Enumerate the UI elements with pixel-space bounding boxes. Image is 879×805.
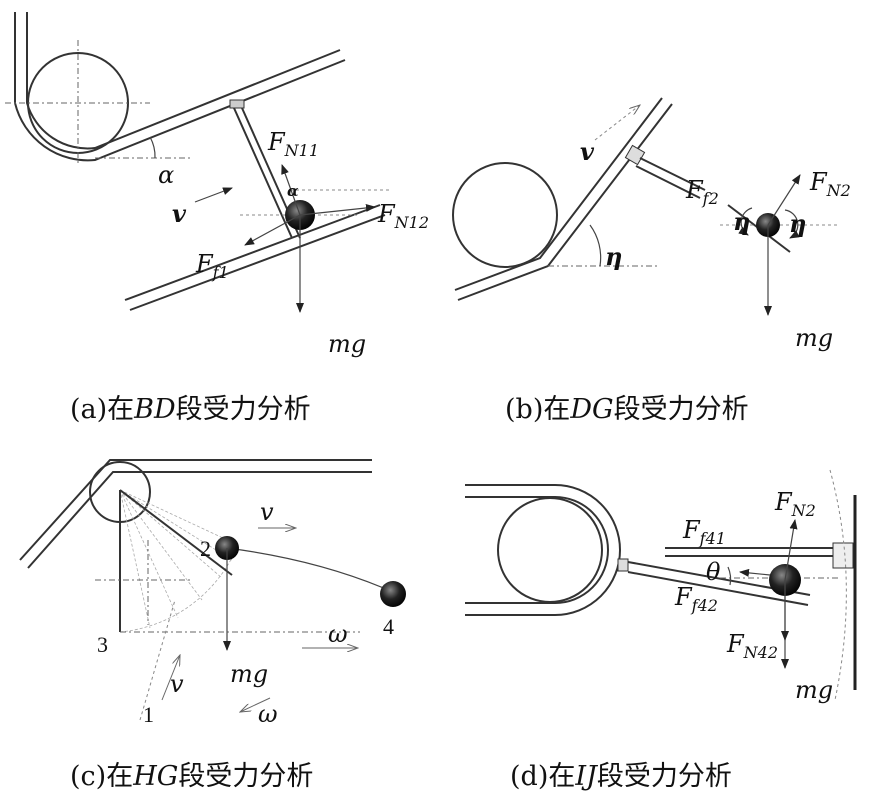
fn2-label: FN2 xyxy=(809,168,851,200)
swing-fan xyxy=(119,489,239,633)
fn2-arrow xyxy=(767,174,801,226)
ball-position-4 xyxy=(380,581,406,607)
mg-label: mg xyxy=(795,324,833,352)
eta-left-label: η xyxy=(733,207,750,236)
velocity-label: v xyxy=(172,199,187,228)
theta-arc xyxy=(727,566,732,586)
v-bottom-label: v xyxy=(170,670,184,698)
ff1-arrow xyxy=(244,214,301,246)
ff42-label: Ff42 xyxy=(674,583,718,615)
arm-mount xyxy=(229,99,245,109)
belt-outer xyxy=(19,459,372,561)
caption-b: (b)在DG段受力分析 xyxy=(505,394,749,425)
rotation-arrow-right xyxy=(784,209,800,239)
trajectory xyxy=(226,547,394,593)
panel-c: v ω v ω mg 1 2 3 4 xyxy=(19,459,406,728)
theta-label: θ xyxy=(706,558,721,586)
incline-rail xyxy=(124,204,386,311)
fn2-label: FN2 xyxy=(774,488,816,520)
fn11-label: FN11 xyxy=(267,128,319,160)
mg-label: mg xyxy=(795,676,833,704)
arm-position-2 xyxy=(119,489,233,576)
swing-path-1 xyxy=(139,599,176,721)
caption-a: (a)在BD段受力分析 xyxy=(70,394,311,425)
friction-arrow xyxy=(739,568,771,577)
eta-arc xyxy=(589,224,602,267)
panel-d: θ Ff41 Ff42 FN2 FN42 mg xyxy=(465,469,857,704)
upper-rail xyxy=(665,547,835,557)
arm-mount xyxy=(617,558,629,572)
swing-arc xyxy=(829,469,847,701)
omega-bottom-label: ω xyxy=(258,700,278,728)
eta-label: η xyxy=(605,242,622,271)
position-3-label: 3 xyxy=(97,632,108,657)
v-top-label: v xyxy=(260,498,274,526)
mg-label: mg xyxy=(328,330,366,358)
fn42-label: FN42 xyxy=(726,630,778,662)
caption-d: (d)在IJ段受力分析 xyxy=(510,761,732,792)
alpha-label: α xyxy=(158,161,174,189)
v-bottom-arrow xyxy=(161,655,180,701)
panel-a: α v FN11 FN12 Ff1 α mg xyxy=(5,12,429,358)
mg-label: mg xyxy=(230,660,268,688)
fn12-arrow xyxy=(299,203,376,216)
belt-outer xyxy=(465,484,621,616)
rotation-arrow-left xyxy=(738,207,753,236)
belt-outer xyxy=(454,97,663,291)
fn12-label: FN12 xyxy=(377,200,429,232)
alpha-small-label: α xyxy=(287,182,299,200)
caption-c: (c)在HG段受力分析 xyxy=(70,761,313,792)
position-2-label: 2 xyxy=(200,536,211,561)
roller xyxy=(497,497,603,603)
velocity-label: v xyxy=(580,137,595,166)
belt-inner xyxy=(27,471,372,569)
position-1-label: 1 xyxy=(143,702,154,727)
fn11-arrow xyxy=(281,164,301,216)
ff41-label: Ff41 xyxy=(682,516,726,548)
rail-bracket xyxy=(832,542,854,569)
velocity-arrow xyxy=(194,187,233,203)
omega-bottom-arrow xyxy=(240,697,271,712)
roller xyxy=(452,162,558,268)
fn2-arrow xyxy=(784,519,798,581)
belt-inner xyxy=(465,496,609,604)
eta-right-label: η xyxy=(789,209,806,238)
arm xyxy=(635,157,706,199)
omega-right-label: ω xyxy=(328,620,348,648)
panel-b: η v η η Ff2 FN2 mg xyxy=(452,97,851,352)
position-4-label: 4 xyxy=(383,614,394,639)
belt-outer xyxy=(14,12,346,162)
alpha-arc xyxy=(149,136,156,159)
ff2-label: Ff2 xyxy=(685,176,719,208)
ff1-label: Ff1 xyxy=(195,250,229,282)
belt-inner xyxy=(457,103,673,301)
